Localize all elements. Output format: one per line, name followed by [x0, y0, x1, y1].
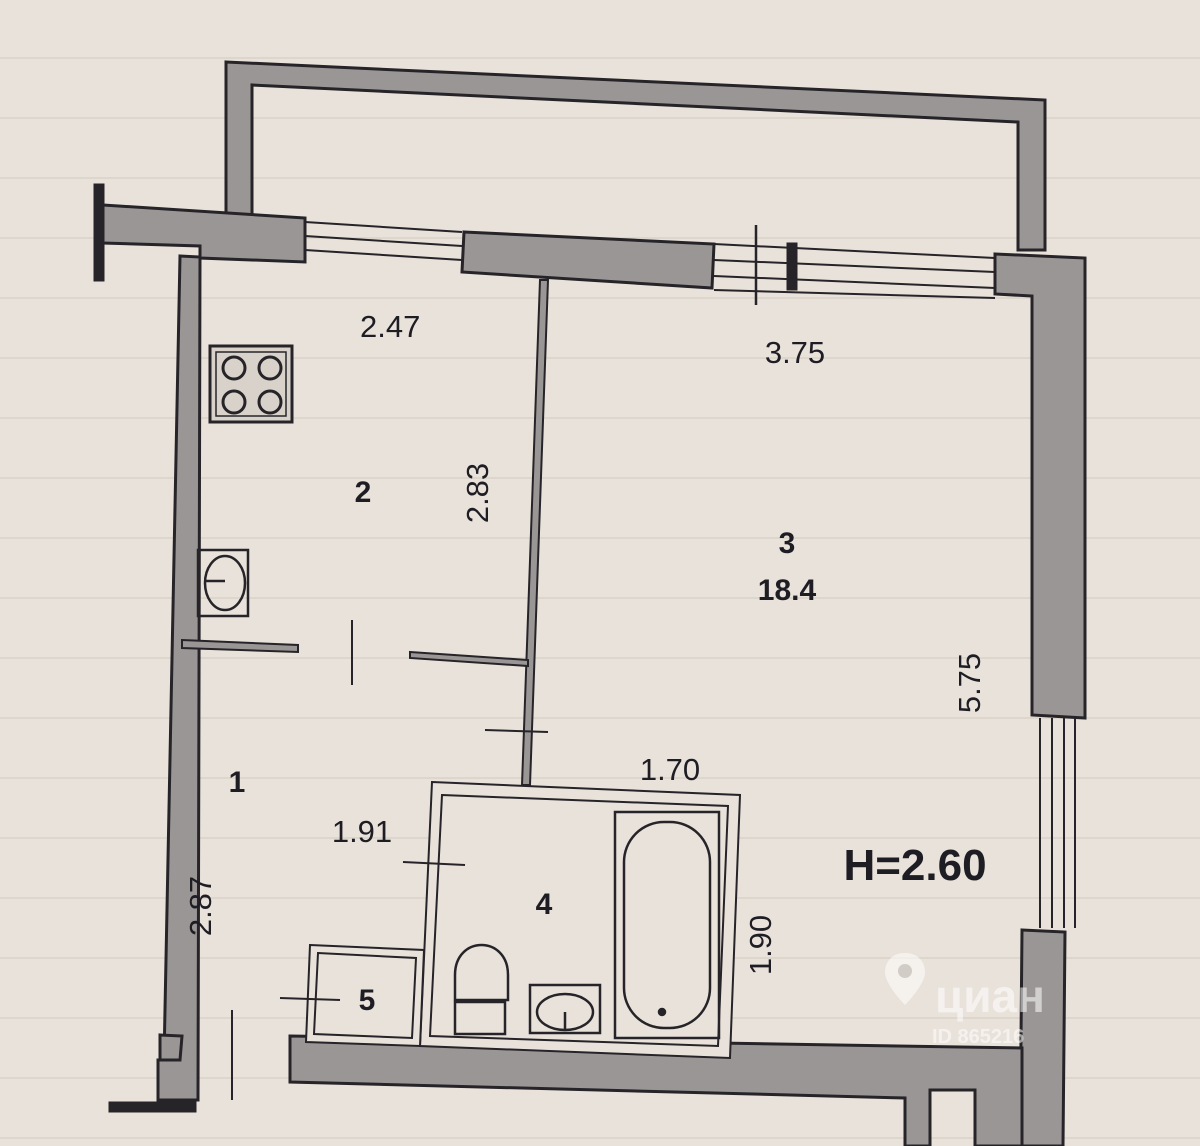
ceiling-height-label: H=2.60: [843, 841, 986, 890]
room-4-length-label: 1.90: [743, 915, 778, 975]
partitions: [181, 279, 742, 1060]
wall-top-middle: [460, 230, 716, 290]
kitchen-length-label: 2.83: [460, 463, 495, 523]
room-1-length-label: 2.87: [183, 876, 218, 936]
cian-watermark: циан ID 865216: [885, 953, 1045, 1048]
bathtub-icon: [613, 810, 721, 1040]
room-2-number: 2: [355, 476, 372, 509]
room-5-number: 5: [359, 984, 376, 1017]
room-3-number: 3: [779, 527, 796, 560]
wall-right-upper: [993, 252, 1087, 720]
walls: [93, 60, 1087, 1146]
toilet-icon: [453, 943, 510, 1036]
room-1-number: 1: [229, 766, 246, 799]
kitchen-width-label: 2.47: [360, 309, 420, 344]
wall-stub-bottom-left: [108, 1101, 197, 1113]
wall-bottom: [288, 1034, 1024, 1146]
washbasin-icon: [528, 983, 602, 1035]
wall-bottom-left-corner: [158, 1033, 184, 1062]
window-jamb: [786, 242, 798, 291]
door-marks: [231, 620, 549, 1100]
kitchen-sink-icon: [196, 548, 250, 618]
watermark-brand: циан: [935, 970, 1045, 1022]
wall-right-lower: [1018, 928, 1067, 1146]
watermark-listing-id: ID 865216: [932, 1026, 1024, 1048]
room-3-width-label: 3.75: [765, 335, 825, 370]
wall-stub-left: [93, 183, 105, 282]
room-3-length-label: 5.75: [952, 653, 987, 713]
location-pin-icon: [885, 953, 925, 1005]
room-4-number: 4: [536, 888, 553, 921]
room-1-width-label: 1.91: [332, 814, 392, 849]
stove-icon: [208, 344, 294, 424]
room-3-area: 18.4: [758, 574, 817, 607]
windows: [304, 221, 1076, 928]
room-4-width-label: 1.70: [640, 752, 700, 787]
